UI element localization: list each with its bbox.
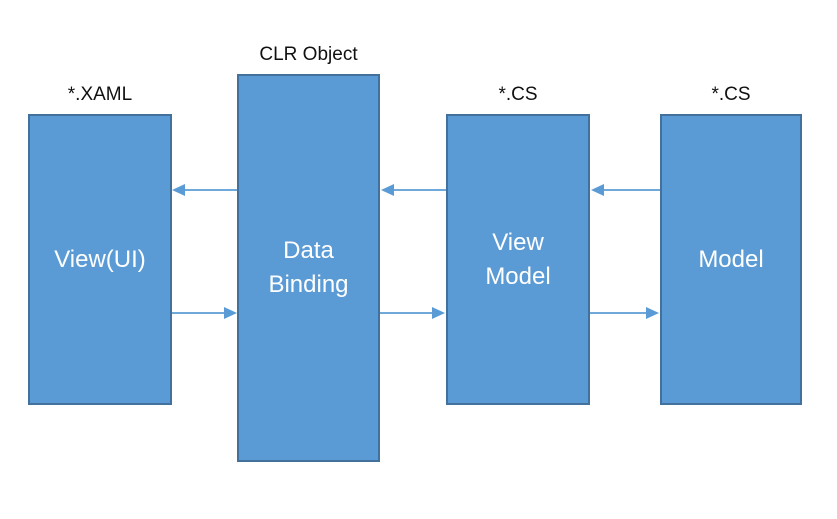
arrow-viewmodel-to-databinding-icon xyxy=(381,184,446,196)
box-data-binding: Data Binding xyxy=(237,74,380,462)
file-label-cs-model: *.CS xyxy=(711,84,751,105)
box-view-ui: View(UI) xyxy=(28,114,172,405)
file-label-cs-viewmodel: *.CS xyxy=(498,84,538,105)
box-data-binding-label-line1: Data xyxy=(283,237,334,264)
box-model: Model xyxy=(660,114,802,405)
arrow-databinding-to-viewmodel-icon xyxy=(380,307,445,319)
box-data-binding-label-line2: Binding xyxy=(268,271,349,298)
box-view-model-label-line1: View xyxy=(492,228,544,256)
box-view-model-label-line2: Model xyxy=(485,262,551,290)
box-model-label: Model xyxy=(698,245,764,273)
file-label-clr-object: CLR Object xyxy=(259,44,358,65)
arrow-viewmodel-to-model-icon xyxy=(590,307,659,319)
arrow-view-to-databinding-icon xyxy=(172,307,237,319)
arrow-databinding-to-view-icon xyxy=(172,184,237,196)
file-label-xaml: *.XAML xyxy=(67,84,133,105)
arrow-model-to-viewmodel-icon xyxy=(591,184,660,196)
box-view-ui-label: View(UI) xyxy=(54,245,146,273)
box-view-model: View Model xyxy=(446,114,590,405)
